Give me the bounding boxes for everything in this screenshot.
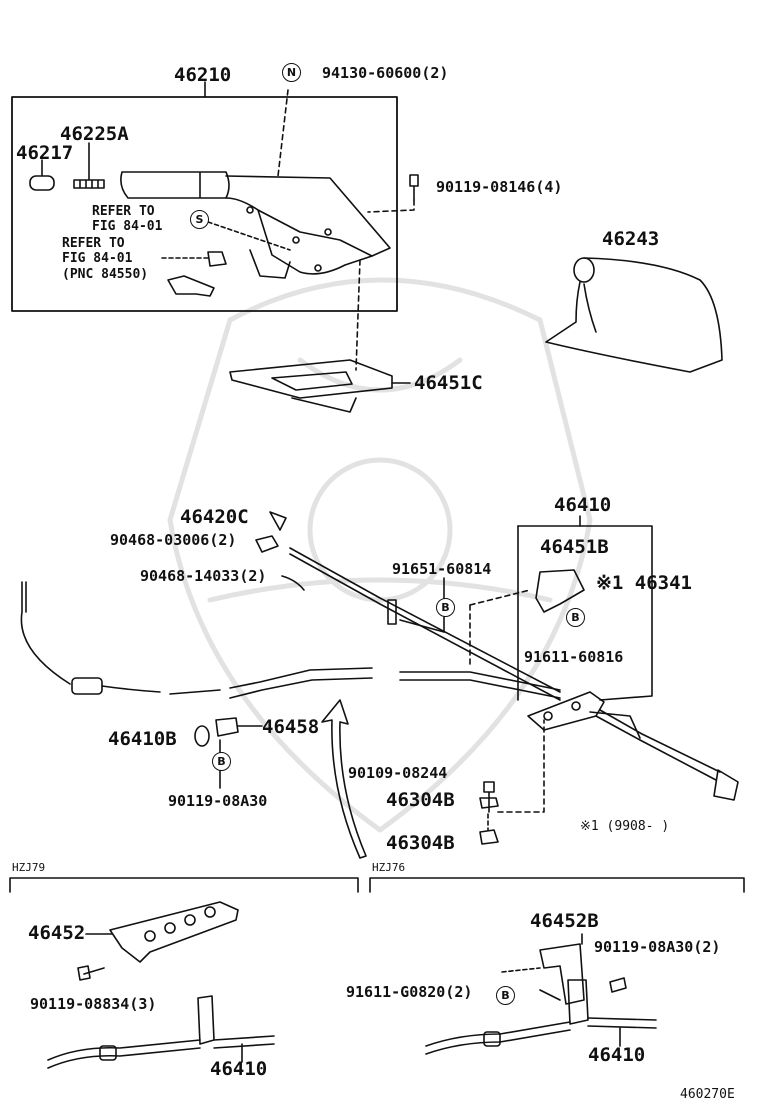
parking-brake-lever bbox=[120, 171, 391, 279]
label-90468-14033: 90468-14033(2) bbox=[140, 567, 267, 585]
label-94130-60600: 94130-60600(2) bbox=[322, 64, 449, 82]
routing-arrow bbox=[321, 699, 367, 859]
marker-b-1: B bbox=[436, 598, 455, 617]
label-46410-top: 46410 bbox=[554, 494, 612, 516]
marker-b-4: B bbox=[496, 986, 515, 1005]
label-46410-hzj79: 46410 bbox=[210, 1058, 268, 1080]
label-91611-G0820: 91611-G0820(2) bbox=[346, 983, 473, 1001]
label-90119-08146: 90119-08146(4) bbox=[436, 178, 563, 196]
label-hzj76: HZJ76 bbox=[372, 861, 406, 874]
label-91611-60816: 91611-60816 bbox=[524, 648, 624, 666]
marker-b-3: B bbox=[212, 752, 231, 771]
label-46452B: 46452B bbox=[530, 910, 599, 932]
label-90119-08A30: 90119-08A30 bbox=[168, 792, 268, 810]
label-46458: 46458 bbox=[262, 716, 320, 738]
label-90468-03006: 90468-03006(2) bbox=[110, 531, 237, 549]
label-46451B: 46451B bbox=[540, 536, 609, 558]
cap-46217 bbox=[29, 175, 55, 191]
marker-s: S bbox=[190, 210, 209, 229]
hzj76-detail bbox=[425, 933, 657, 1055]
label-90119-08834: 90119-08834(3) bbox=[30, 995, 157, 1013]
equalizer bbox=[527, 691, 605, 731]
marker-n: N bbox=[282, 63, 301, 82]
label-46217: 46217 bbox=[16, 142, 74, 164]
label-refer-1a: REFER TO bbox=[92, 204, 155, 219]
bracket-46451C bbox=[229, 359, 393, 413]
label-46341: ※1 46341 bbox=[596, 572, 692, 594]
hzj79-bracket-line bbox=[9, 877, 359, 893]
label-hzj79: HZJ79 bbox=[12, 861, 46, 874]
diagram-code: 460270E bbox=[680, 1087, 735, 1102]
label-90119-08A30-2: 90119-08A30(2) bbox=[594, 938, 721, 956]
label-refer-2c: (PNC 84550) bbox=[62, 267, 149, 282]
label-46452: 46452 bbox=[28, 922, 86, 944]
label-refer-2a: REFER TO bbox=[62, 236, 125, 251]
label-46304B-2: 46304B bbox=[386, 832, 455, 854]
label-46225A: 46225A bbox=[60, 123, 129, 145]
label-refer-1b: FIG 84-01 bbox=[92, 219, 163, 234]
marker-b-2: B bbox=[566, 608, 585, 627]
lever-boot-46243 bbox=[545, 257, 723, 373]
brake-cables bbox=[20, 547, 739, 801]
label-46304B-1: 46304B bbox=[386, 789, 455, 811]
label-46243: 46243 bbox=[602, 228, 660, 250]
label-46420C: 46420C bbox=[180, 506, 249, 528]
hzj79-detail bbox=[47, 901, 275, 1069]
label-91651-60814: 91651-60814 bbox=[392, 560, 492, 578]
label-46210: 46210 bbox=[174, 64, 232, 86]
note-1: ※1 (9908- ) bbox=[580, 819, 670, 834]
label-46410-hzj76: 46410 bbox=[588, 1044, 646, 1066]
label-refer-2b: FIG 84-01 bbox=[62, 251, 133, 266]
label-46410B: 46410B bbox=[108, 728, 177, 750]
label-90109-08244: 90109-08244 bbox=[348, 764, 448, 782]
watermark bbox=[167, 277, 593, 833]
hzj76-bracket-line bbox=[369, 877, 745, 893]
spring-46225A bbox=[73, 179, 105, 189]
label-46451C: 46451C bbox=[414, 372, 483, 394]
